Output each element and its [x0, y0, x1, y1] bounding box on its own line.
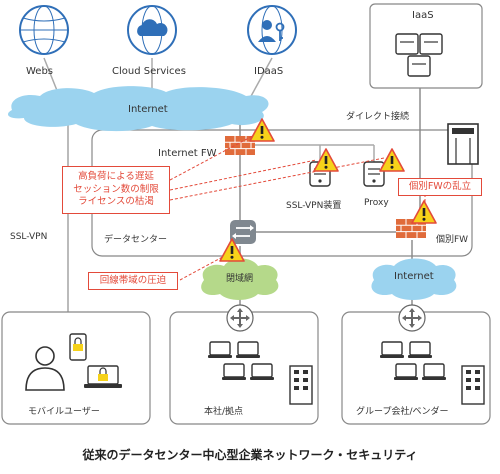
- iaas-label: IaaS: [412, 10, 434, 21]
- ssl-vpn-label: SSL-VPN: [10, 232, 48, 242]
- idaas-label: IDaaS: [254, 66, 284, 77]
- diagram-caption: 従来のデータセンター中心型企業ネットワーク・セキュリティ: [82, 448, 418, 462]
- hq-building-icon: [289, 365, 313, 405]
- smartphone-lock-icon: [69, 333, 87, 361]
- internet-fw-label: Internet FW: [158, 148, 217, 159]
- leader-bandwidth: [179, 253, 229, 281]
- hq-label: 本社/拠点: [204, 407, 244, 417]
- ssl-vpn-device-label: SSL-VPN装置: [286, 201, 342, 211]
- leader-load: [169, 131, 261, 181]
- group-label: グループ会社/ベンダー: [356, 407, 449, 417]
- proxy-appliance-icon: [363, 161, 385, 187]
- closed-network-cloud: [201, 258, 279, 300]
- cloud-services-label: Cloud Services: [112, 66, 186, 77]
- proxy-label: Proxy: [364, 198, 389, 208]
- laptop-lock-icon: [84, 365, 122, 388]
- router-icon-group: [398, 304, 426, 332]
- warning-icon-individual-fw: [411, 200, 437, 224]
- server-rack-icon: [395, 33, 443, 77]
- direct-connect-label: ダイレクト接続: [346, 112, 410, 122]
- warning-icon-ssl-vpn: [313, 148, 339, 172]
- internet-cloud-top: [8, 86, 269, 132]
- load-issue-sessions: セッション数の制限: [73, 183, 159, 195]
- internet-top-label: Internet: [128, 104, 168, 115]
- warning-icon-proxy: [379, 148, 405, 172]
- fw-sprawl-text: 個別FWの乱立: [408, 180, 472, 192]
- load-issue-license: ライセンスの枯渇: [78, 196, 154, 208]
- group-building-icon: [461, 365, 485, 405]
- identity-key-icon: [247, 5, 297, 55]
- closed-network-label: 閉域網: [226, 274, 254, 284]
- line-idaas-internet: [249, 57, 273, 99]
- webs-label: Webs: [26, 66, 54, 77]
- bandwidth-callout: 回線帯域の圧迫: [88, 272, 178, 290]
- user-icon: [25, 346, 65, 391]
- datacenter-label: データセンター: [104, 235, 168, 245]
- bandwidth-text: 回線帯域の圧迫: [99, 274, 167, 286]
- datacenter-building-icon: [447, 123, 479, 165]
- individual-fw-label: 個別FW: [436, 235, 469, 245]
- mobile-users-label: モバイルユーザー: [28, 407, 100, 417]
- internet-bottom-label: Internet: [394, 271, 434, 282]
- router-icon-hq: [226, 304, 254, 332]
- core-switch-icon: [230, 220, 256, 244]
- internet-cloud-bottom: [371, 258, 457, 300]
- load-issue-latency: 高負荷による遅延: [78, 171, 154, 183]
- load-issues-callout: 高負荷による遅延 セッション数の制限 ライセンスの枯渇: [62, 166, 170, 214]
- fw-sprawl-callout: 個別FWの乱立: [398, 178, 482, 196]
- cloud-icon: [127, 5, 177, 55]
- globe-icon: [19, 5, 69, 55]
- mobile-box: [1, 311, 151, 425]
